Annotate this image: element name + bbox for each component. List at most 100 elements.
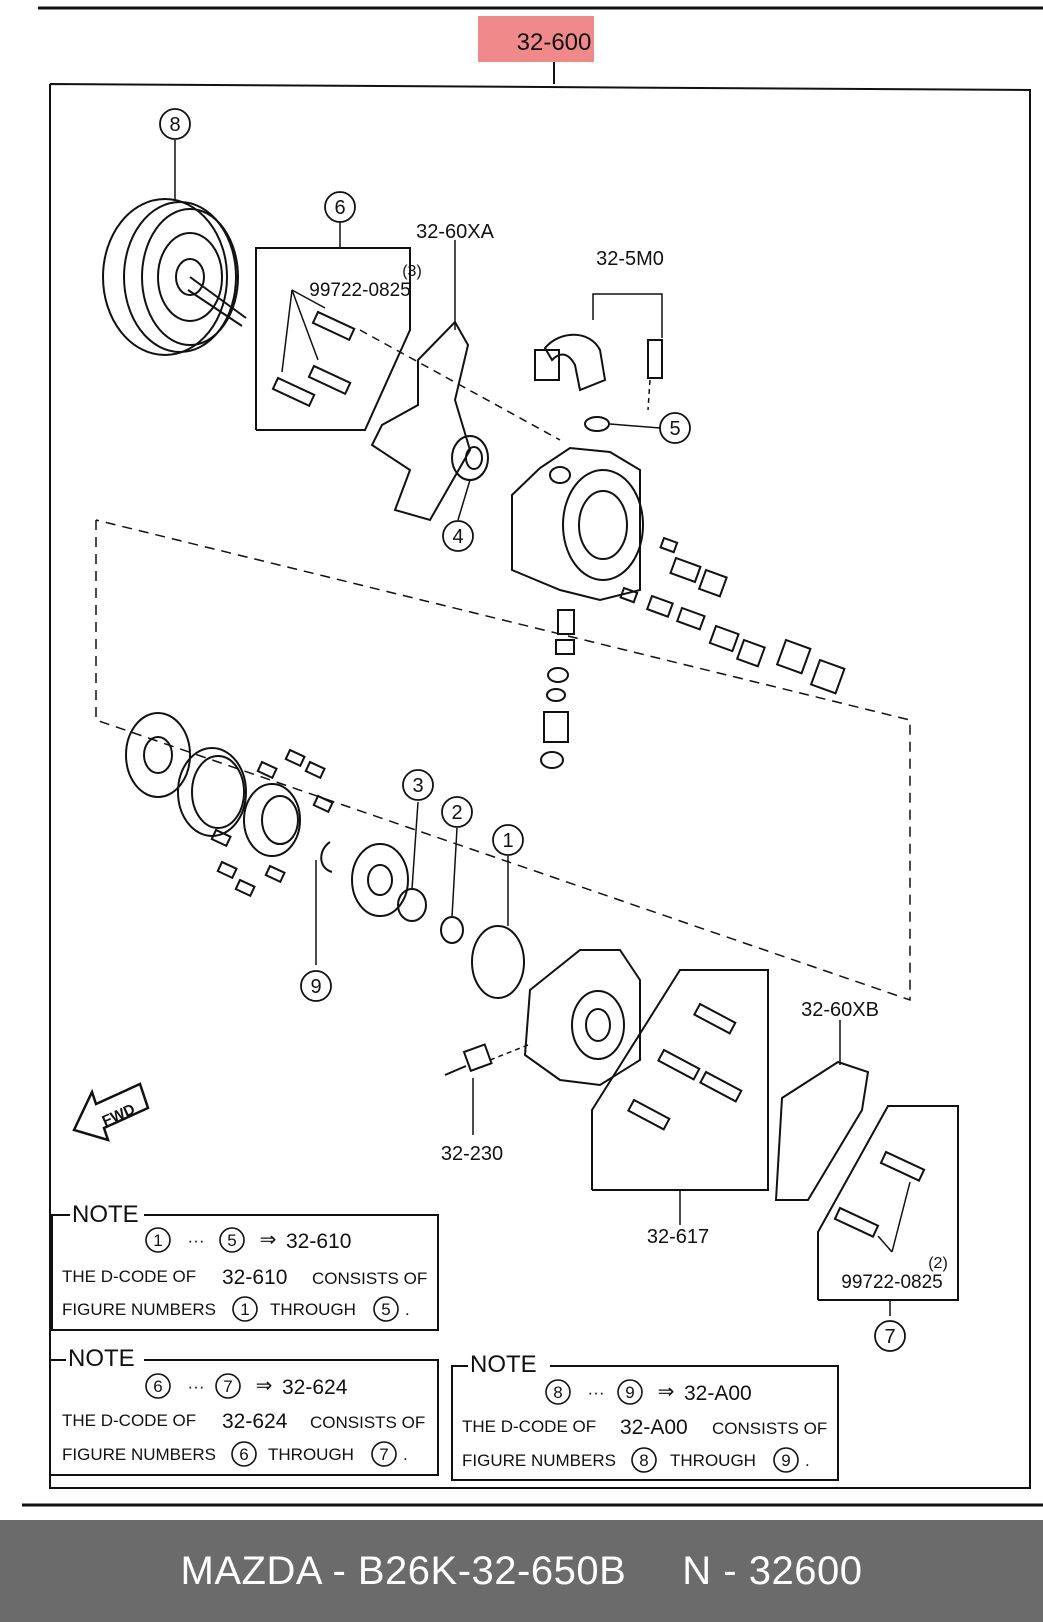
large-o-ring <box>471 925 525 999</box>
pipe-assembly <box>543 333 607 392</box>
cartridge-envelope <box>95 519 911 1002</box>
leader-line <box>609 423 661 429</box>
footer-part-number: MAZDA - B26K-32-650B <box>180 1548 627 1593</box>
svg-text:32-A00: 32-A00 <box>684 1382 752 1405</box>
svg-text:⇒: ⇒ <box>260 1229 277 1251</box>
pipe-bolt <box>647 339 663 379</box>
leader-line <box>291 289 326 309</box>
svg-text:⇒: ⇒ <box>658 1381 675 1403</box>
svg-text:CONSISTS OF: CONSISTS OF <box>310 1413 425 1432</box>
part-code-highlight <box>478 16 594 62</box>
pressure-switch <box>444 1043 493 1076</box>
seal-ring <box>440 916 464 944</box>
leader-line <box>877 1235 893 1253</box>
leader-line <box>291 289 319 361</box>
svg-text:.: . <box>405 1300 410 1319</box>
leader-line <box>281 289 293 373</box>
svg-text:7: 7 <box>223 1377 232 1396</box>
part-code: 32-600 <box>517 29 592 56</box>
svg-text:1: 1 <box>240 1300 249 1319</box>
bolt <box>271 310 356 408</box>
footer-reference: N - 32600 <box>682 1548 863 1593</box>
note-title: NOTE <box>470 1351 537 1378</box>
label-bracket-a: 32-60XA <box>416 221 494 243</box>
assembly-dashed-line <box>647 379 651 411</box>
note-title: NOTE <box>72 1201 139 1228</box>
callout-5: 5 <box>659 412 691 444</box>
label-pipe-assembly: 32-5M0 <box>596 248 664 270</box>
svg-text:5: 5 <box>669 418 680 440</box>
svg-text:···: ··· <box>188 1377 205 1396</box>
bolt <box>627 1002 743 1131</box>
relief-valve-parts <box>540 609 575 769</box>
fwd-label: FWD <box>100 1101 138 1130</box>
svg-text:6: 6 <box>153 1377 162 1396</box>
leader-line <box>891 1181 911 1253</box>
svg-text:THROUGH: THROUGH <box>270 1300 356 1319</box>
exploded-parts-diagram: 32-600 <box>22 6 1043 1507</box>
bracket-b <box>774 1060 870 1201</box>
note-box-2: NOTE 6 ··· 7 ⇒ 32-624 THE D-CODE OF 32-6… <box>49 1345 439 1476</box>
bolt-set-outline <box>591 969 769 1191</box>
svg-text:⇒: ⇒ <box>256 1375 273 1397</box>
leader-line <box>451 827 458 918</box>
bracket-a <box>370 320 472 522</box>
bearing-bore <box>465 446 483 470</box>
note-title: NOTE <box>68 1345 135 1372</box>
callout-8: 8 <box>159 108 191 140</box>
svg-text:32-624: 32-624 <box>282 1376 348 1399</box>
svg-text:FIGURE NUMBERS: FIGURE NUMBERS <box>462 1451 616 1470</box>
assembly-dashed-line <box>489 1044 529 1061</box>
svg-text:CONSISTS OF: CONSISTS OF <box>312 1269 427 1288</box>
svg-text:1: 1 <box>153 1231 162 1250</box>
svg-text:32-A00: 32-A00 <box>620 1416 688 1439</box>
note-box-3: NOTE 8 ··· 9 ⇒ 32-A00 THE D-CODE OF 32-A… <box>451 1351 839 1481</box>
rear-cover <box>523 949 641 1087</box>
svg-text:THROUGH: THROUGH <box>268 1445 354 1464</box>
pump-body <box>511 446 644 602</box>
svg-text:3: 3 <box>412 775 423 797</box>
svg-text:THE D-CODE OF: THE D-CODE OF <box>62 1411 196 1430</box>
label-bracket-b: 32-60XB <box>801 999 879 1021</box>
valve-parts <box>619 536 846 695</box>
forward-arrow-icon: FWD <box>72 1082 150 1142</box>
leader-line <box>411 801 419 890</box>
label-bolt-lower: 99722-0825 <box>841 1272 942 1293</box>
assembly-dashed-line <box>359 329 561 441</box>
svg-text:8: 8 <box>553 1383 562 1402</box>
callout-9: 9 <box>300 970 332 1002</box>
leader-line <box>457 479 471 521</box>
svg-text:CONSISTS OF: CONSISTS OF <box>712 1419 827 1438</box>
note-box-1: NOTE 1 ··· 5 ⇒ 32-610 THE D-CODE OF 32-6… <box>51 1201 439 1331</box>
svg-text:6: 6 <box>239 1445 248 1464</box>
svg-text:THE D-CODE OF: THE D-CODE OF <box>62 1267 196 1286</box>
callout-2: 2 <box>441 796 473 828</box>
callout-4: 4 <box>442 520 474 552</box>
footer-bar: MAZDA - B26K-32-650B N - 32600 <box>0 1520 1043 1622</box>
svg-text:THROUGH: THROUGH <box>670 1451 756 1470</box>
bolt <box>833 1150 926 1238</box>
svg-text:.: . <box>403 1445 408 1464</box>
pulley <box>102 198 247 356</box>
label-bolt-set: 32-617 <box>647 1226 709 1248</box>
pipe-fitting <box>534 349 560 381</box>
svg-text:FIGURE NUMBERS: FIGURE NUMBERS <box>62 1300 216 1319</box>
svg-text:FIGURE NUMBERS: FIGURE NUMBERS <box>62 1445 216 1464</box>
svg-text:32-610: 32-610 <box>222 1266 287 1289</box>
cartridge-parts <box>125 712 409 917</box>
bolt-upper-qty: (3) <box>402 263 422 280</box>
bolt-group-outline <box>817 1105 959 1301</box>
svg-text:···: ··· <box>188 1231 205 1250</box>
svg-text:9: 9 <box>625 1383 634 1402</box>
svg-text:8: 8 <box>639 1451 648 1470</box>
bolt-lower-qty: (2) <box>928 1255 948 1272</box>
main-frame <box>49 83 1031 1489</box>
svg-text:2: 2 <box>451 802 462 824</box>
svg-text:9: 9 <box>310 976 321 998</box>
svg-text:4: 4 <box>452 526 463 548</box>
svg-text:5: 5 <box>381 1300 390 1319</box>
leader-line <box>592 293 663 338</box>
callout-6: 6 <box>324 191 356 223</box>
svg-text:···: ··· <box>588 1383 605 1402</box>
svg-text:7: 7 <box>379 1445 388 1464</box>
